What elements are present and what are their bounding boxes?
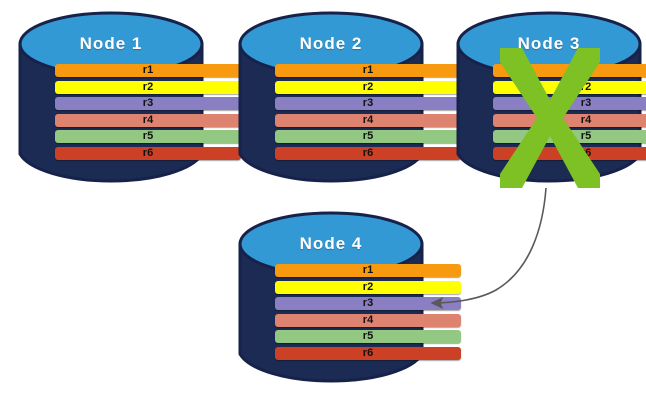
node-1-row-r2-label: r2 (142, 80, 154, 93)
node-3[interactable]: Node 3 r1 r2 r3 r4 r5 r6 (456, 10, 646, 188)
node-4-row-r4-label: r4 (362, 313, 374, 326)
node-4-row-r1[interactable]: r1 (275, 264, 461, 277)
node-2-rows: r1 r2 r3 r4 r5 r6 (238, 64, 498, 160)
node-2-row-r6-label: r6 (362, 146, 374, 159)
node-1-row-r6-label: r6 (142, 146, 154, 159)
node-1-row-r2[interactable]: r2 (55, 80, 241, 94)
node-4-row-r5[interactable]: r5 (275, 330, 461, 343)
node-4-row-r2-label: r2 (362, 280, 374, 293)
node-3-row-r4[interactable]: r4 (493, 113, 646, 127)
node-4-row-r3[interactable]: r3 (275, 297, 461, 310)
node-2-row-r1[interactable]: r1 (275, 64, 461, 77)
node-1[interactable]: Node 1 r1 r2 r3 r4 r5 r6 (18, 10, 241, 188)
node-4[interactable]: Node 4 r1 r2 r3 r4 r5 r6 (238, 210, 461, 388)
node-4-row-r4[interactable]: r4 (275, 313, 461, 327)
node-1-row-r6[interactable]: r6 (55, 146, 241, 160)
node-3-row-r6[interactable]: r6 (493, 146, 646, 160)
node-3-row-r1-label: r1 (580, 64, 592, 76)
node-1-rows: r1 r2 r3 r4 r5 r6 (18, 64, 278, 160)
node-3-row-r5[interactable]: r5 (493, 130, 646, 143)
node-2-row-r1-label: r1 (362, 64, 374, 76)
node-1-row-r4[interactable]: r4 (55, 113, 241, 127)
node-2-row-r2-label: r2 (362, 80, 374, 93)
node-4-row-r2[interactable]: r2 (275, 280, 461, 294)
node-1-row-r3-label: r3 (142, 97, 154, 109)
node-4-row-r6[interactable]: r6 (275, 346, 461, 360)
node-2-row-r3[interactable]: r3 (275, 97, 461, 110)
node-2-row-r6[interactable]: r6 (275, 146, 461, 160)
node-1-row-r5[interactable]: r5 (55, 130, 241, 143)
node-3-row-r6-label: r6 (580, 146, 592, 159)
node-3-row-r2-label: r2 (580, 80, 592, 93)
node-3-row-r1[interactable]: r1 (493, 64, 646, 77)
node-2[interactable]: Node 2 r1 r2 r3 r4 r5 r6 (238, 10, 461, 188)
node-3-row-r3-label: r3 (580, 97, 592, 109)
node-1-row-r1[interactable]: r1 (55, 64, 241, 77)
node-2-row-r5-label: r5 (362, 130, 374, 142)
node-3-row-r2[interactable]: r2 (493, 80, 646, 94)
node-1-row-r4-label: r4 (142, 113, 154, 126)
node-2-row-r5[interactable]: r5 (275, 130, 461, 143)
node-2-row-r4[interactable]: r4 (275, 113, 461, 127)
node-3-rows: r1 r2 r3 r4 r5 r6 (456, 64, 646, 160)
node-3-row-r4-label: r4 (580, 113, 592, 126)
node-4-rows: r1 r2 r3 r4 r5 r6 (238, 264, 498, 360)
node-3-row-r3[interactable]: r3 (493, 97, 646, 110)
node-4-row-r3-label: r3 (362, 297, 374, 309)
node-2-row-r2[interactable]: r2 (275, 80, 461, 94)
node-2-row-r3-label: r3 (362, 97, 374, 109)
node-4-row-r1-label: r1 (362, 264, 374, 276)
node-4-row-r6-label: r6 (362, 346, 374, 359)
node-2-row-r4-label: r4 (362, 113, 374, 126)
node-1-row-r1-label: r1 (142, 64, 154, 76)
node-1-row-r3[interactable]: r3 (55, 97, 241, 110)
node-4-row-r5-label: r5 (362, 330, 374, 342)
node-3-row-r5-label: r5 (580, 130, 592, 142)
node-1-row-r5-label: r5 (142, 130, 154, 142)
